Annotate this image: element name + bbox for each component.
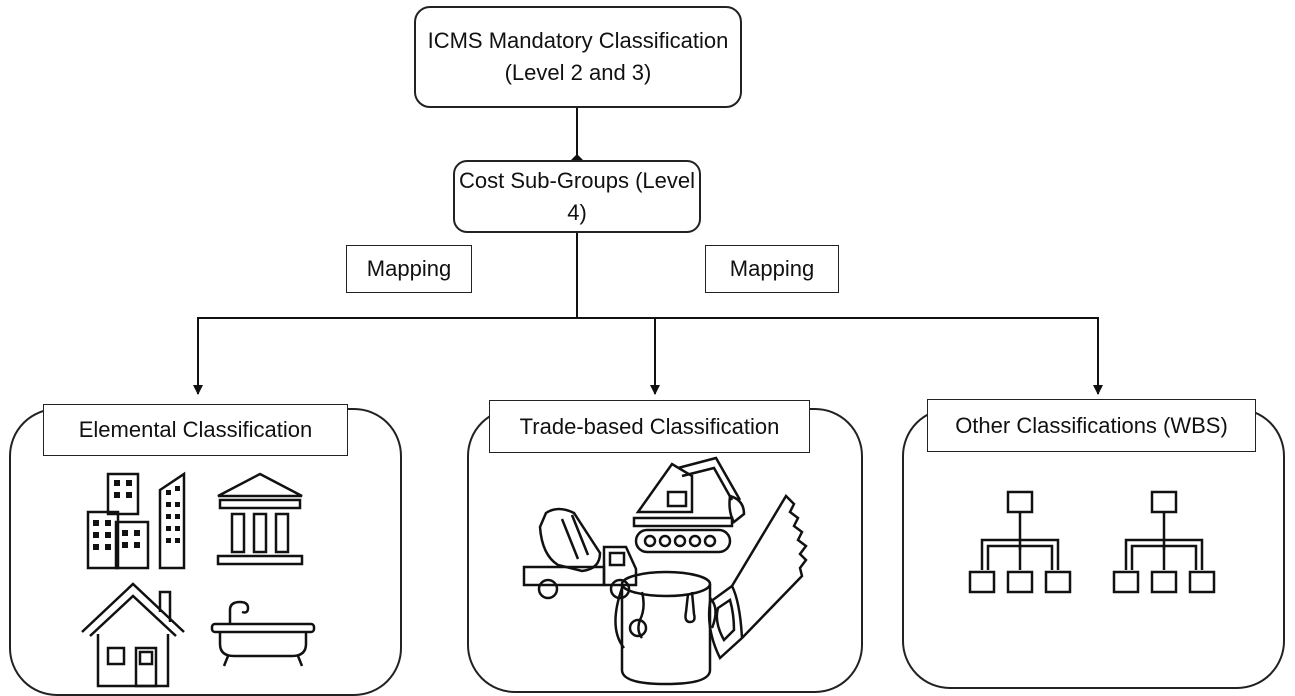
mapping-label-left: Mapping [346, 245, 472, 293]
cement-mixer-truck-icon [522, 507, 638, 600]
other-panel [902, 408, 1285, 689]
cost-subgroups-node: Cost Sub-Groups (Level 4) [453, 160, 701, 233]
mapping-right-text: Mapping [729, 256, 815, 281]
paint-bucket-icon [614, 570, 717, 686]
excavator-icon [632, 456, 746, 554]
hierarchy-chart-icon [968, 490, 1072, 594]
other-panel-title: Other Classifications (WBS) [927, 399, 1256, 452]
mapping-left-text: Mapping [366, 256, 452, 281]
icms-mandatory-node: ICMS Mandatory Classification (Level 2 a… [414, 6, 742, 108]
trade-panel-title: Trade-based Classification [489, 400, 810, 453]
bathtub-icon [210, 600, 316, 667]
house-icon [81, 582, 185, 688]
office-buildings-icon [86, 471, 186, 570]
elemental-title-text: Elemental Classification [78, 417, 313, 442]
hierarchy-chart-icon [1112, 490, 1216, 594]
arrow-to-elemental [193, 317, 577, 395]
other-title-text: Other Classifications (WBS) [955, 412, 1228, 438]
classical-building-icon [216, 472, 304, 566]
trade-panel [467, 408, 863, 693]
icms-mandatory-label: ICMS Mandatory Classification (Level 2 a… [427, 28, 729, 85]
elemental-panel [9, 408, 402, 696]
mapping-label-right: Mapping [705, 245, 839, 293]
elemental-panel-title: Elemental Classification [43, 404, 348, 456]
arrow-to-other [577, 317, 1103, 395]
cost-subgroups-label: Cost Sub-Groups (Level 4) [459, 167, 695, 225]
arrow-to-trade [577, 317, 660, 395]
trade-title-text: Trade-based Classification [519, 413, 780, 439]
